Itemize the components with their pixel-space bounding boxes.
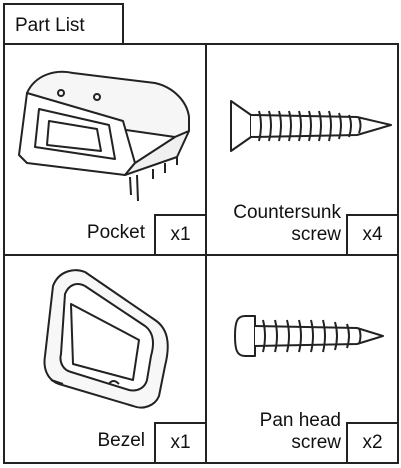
part-cell-countersunk-screw: Countersunk screw x4 <box>207 45 397 254</box>
part-qty: x4 <box>346 214 397 254</box>
part-name: Pocket <box>86 222 145 243</box>
pan-head-screw-icon <box>234 315 384 357</box>
part-name: Countersunk screw <box>233 202 341 246</box>
grid-divider-horizontal <box>5 254 397 256</box>
part-name-line2: screw <box>291 432 341 453</box>
grid-divider-vertical <box>205 45 207 462</box>
pocket-icon <box>18 70 190 202</box>
parts-grid: Pocket x1 Countersunk screw x4 <box>3 43 399 464</box>
part-list-tab: Part List <box>3 3 124 45</box>
part-qty: x1 <box>154 214 205 254</box>
part-cell-pan-head-screw: Pan head screw x2 <box>207 256 397 462</box>
part-name: Pan head screw <box>260 410 341 454</box>
part-name-line1: Countersunk <box>233 202 341 223</box>
bezel-icon <box>43 269 169 409</box>
part-cell-pocket: Pocket x1 <box>5 45 205 254</box>
part-name: Bezel <box>97 430 145 451</box>
part-name-line1: Pan head <box>259 410 341 431</box>
page-title: Part List <box>15 15 85 36</box>
part-cell-bezel: Bezel x1 <box>5 256 205 462</box>
part-qty: x2 <box>346 422 397 462</box>
part-qty: x1 <box>154 422 205 462</box>
countersunk-screw-icon <box>230 100 392 152</box>
part-name-line2: screw <box>291 224 341 245</box>
